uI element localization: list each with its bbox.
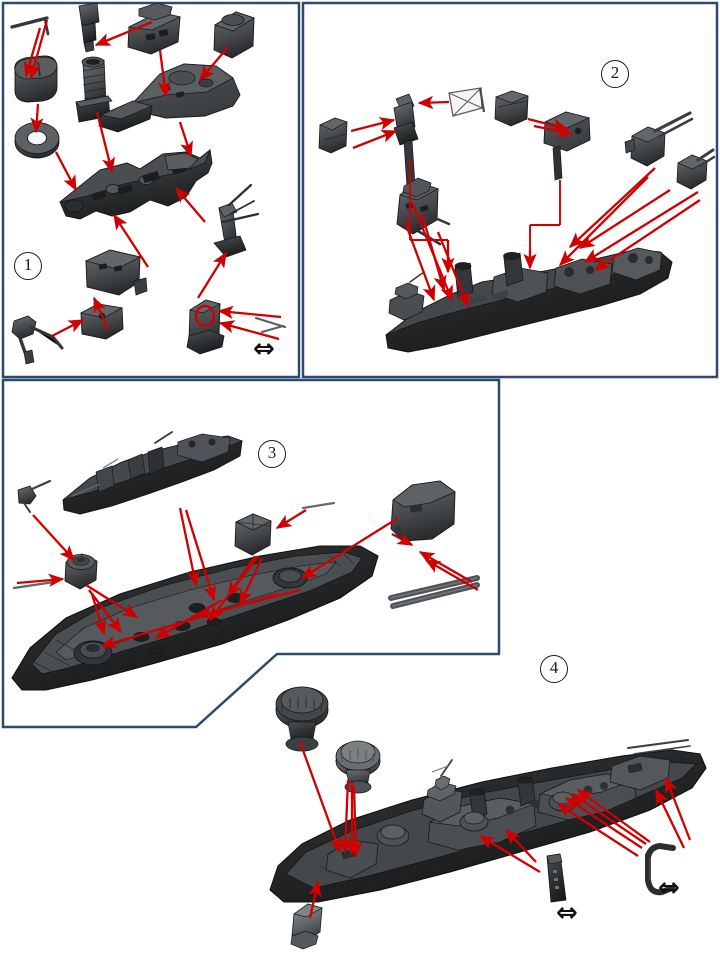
part-thin-rod xyxy=(254,316,287,334)
panel-1-frame xyxy=(1,1,301,379)
panel-3-frame xyxy=(1,378,501,729)
step-number-4: 4 xyxy=(540,655,568,683)
panel-1-artwork xyxy=(10,2,287,365)
part-anchor-piece xyxy=(17,479,52,513)
part-rudder-fin xyxy=(546,853,567,903)
bidirectional-arrow-icon-2: ⇔ xyxy=(556,898,578,928)
part-aa-gun-mount-b xyxy=(676,148,716,190)
step-number-2: 2 xyxy=(601,60,629,88)
part-mast-yardarm xyxy=(213,183,260,258)
part-curved-rail xyxy=(645,842,676,896)
part-cube-block xyxy=(213,11,255,59)
part-completed-hull xyxy=(269,739,707,903)
part-gun-director xyxy=(127,2,182,55)
part-round-ring xyxy=(14,122,60,159)
part-superstructure-deck xyxy=(62,431,244,515)
part-main-turret-large xyxy=(275,686,329,752)
part-ribbed-funnel xyxy=(75,56,113,123)
part-small-lever xyxy=(11,315,64,365)
part-aa-gun-mount-a xyxy=(624,111,694,167)
part-rod-near-cap xyxy=(301,501,336,510)
part-stern-ramp xyxy=(290,903,323,950)
part-stern-hull-block xyxy=(390,480,456,542)
panel-2-frame xyxy=(301,1,719,379)
panel-4-artwork xyxy=(269,686,707,950)
part-small-drum-left xyxy=(318,117,348,154)
part-deck-fitting-cap xyxy=(234,513,272,556)
part-small-cylinder xyxy=(78,2,100,53)
part-foremast-pole xyxy=(393,93,419,188)
part-radar-frame xyxy=(448,87,486,117)
part-deck-sprue xyxy=(59,148,213,220)
part-wedge-house xyxy=(84,249,148,296)
part-stand-socket xyxy=(186,299,225,355)
step-number-3: 3 xyxy=(258,440,286,468)
bidirectional-arrow-icon-1: ⇔ xyxy=(253,334,275,364)
part-thin-rod-left xyxy=(12,580,56,590)
bidirectional-arrow-icon-3: ⇔ xyxy=(658,873,680,903)
step-number-1: 1 xyxy=(14,252,42,280)
part-round-can xyxy=(494,90,529,127)
